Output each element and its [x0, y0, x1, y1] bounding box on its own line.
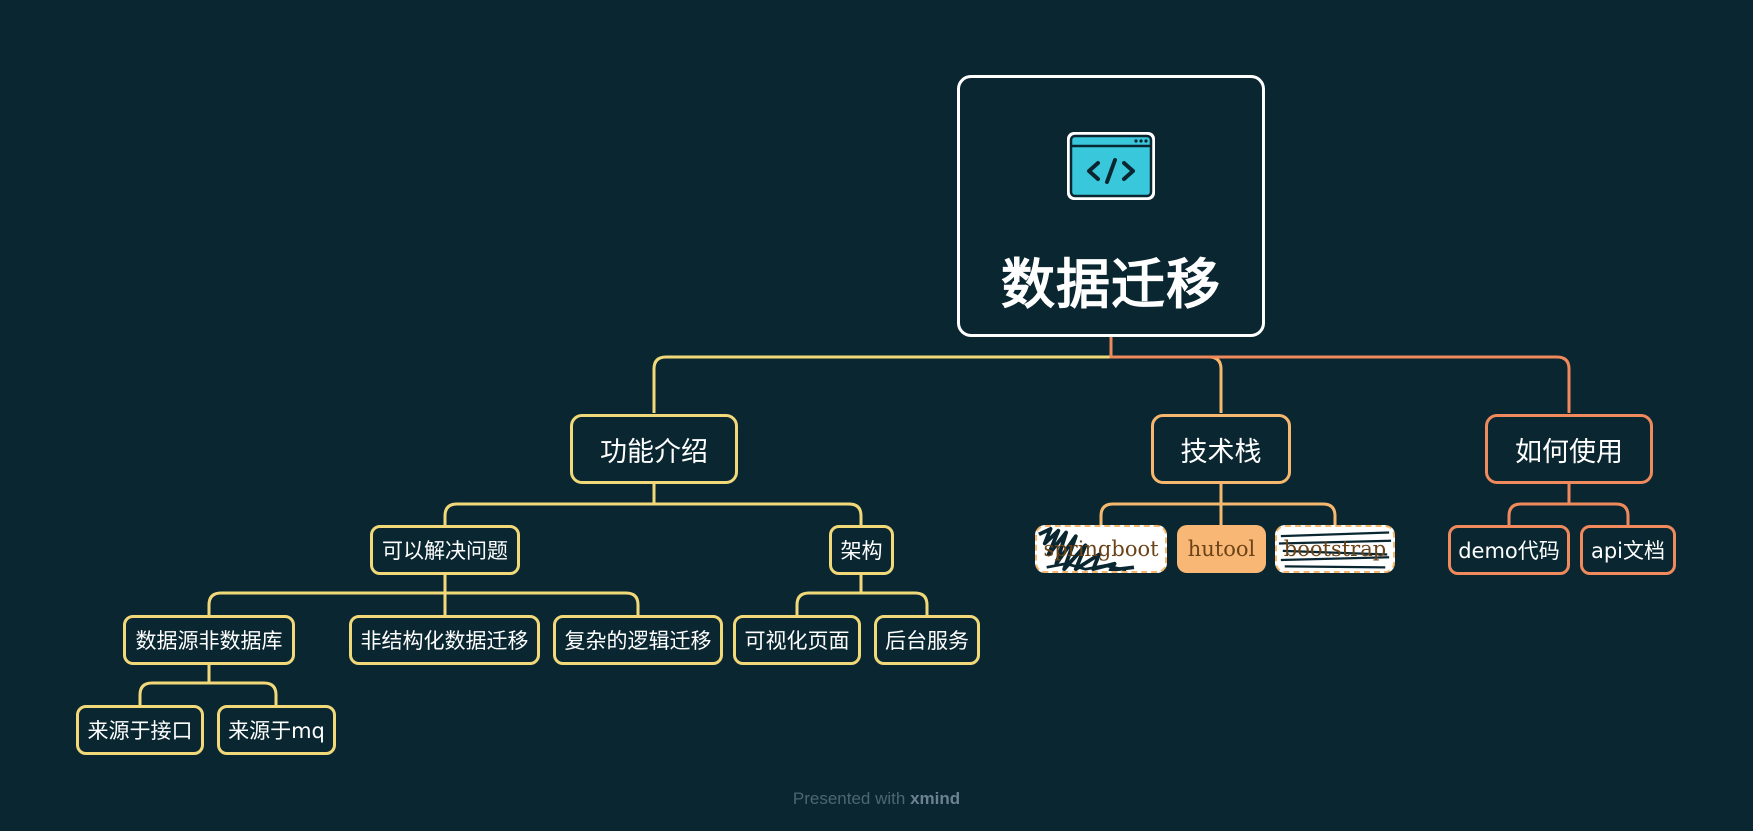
topic-non-db-source[interactable]: 数据源非数据库: [123, 615, 295, 665]
sketch-fill-pattern: [1278, 531, 1392, 569]
topic-solvable[interactable]: 可以解决问题: [370, 525, 520, 575]
topic-features-label: 功能介绍: [600, 436, 708, 468]
topic-tech-stack-label: 技术栈: [1180, 436, 1262, 468]
connector-features-solvable: [443, 483, 656, 525]
topic-api-doc-label: api文档: [1590, 539, 1666, 563]
connector-arch-visual: [795, 575, 863, 615]
topic-hutool-label: hutool: [1187, 537, 1256, 561]
topic-springboot[interactable]: springboot: [1035, 525, 1167, 573]
connector-features-architecture: [654, 502, 863, 525]
topic-tech-stack[interactable]: 技术栈: [1151, 414, 1291, 484]
topic-visual-page[interactable]: 可视化页面: [733, 615, 861, 665]
root-title: 数据迁移: [1001, 253, 1221, 316]
topic-demo-code-label: demo代码: [1458, 539, 1560, 563]
topic-from-mq[interactable]: 来源于mq: [217, 705, 336, 755]
connector-nondb-api: [138, 665, 211, 705]
footer-credit: Presented with xmind: [0, 789, 1753, 809]
topic-unstructured-label: 非结构化数据迁移: [360, 629, 529, 653]
connector-root-features: [652, 337, 1113, 413]
connector-usage-api: [1569, 502, 1630, 525]
topic-complex-logic[interactable]: 复杂的逻辑迁移: [553, 615, 723, 665]
topic-non-db-source-label: 数据源非数据库: [135, 629, 283, 653]
sketch-fill-pattern: [1038, 527, 1135, 571]
topic-backend-label: 后台服务: [885, 629, 969, 653]
topic-bootstrap[interactable]: bootstrap: [1275, 525, 1395, 573]
topic-from-api-label: 来源于接口: [87, 719, 193, 743]
topic-solvable-label: 可以解决问题: [382, 539, 508, 563]
topic-from-api[interactable]: 来源于接口: [76, 705, 204, 755]
connector-nondb-mq: [209, 681, 278, 705]
topic-complex-logic-label: 复杂的逻辑迁移: [564, 629, 712, 653]
topic-from-mq-label: 来源于mq: [228, 719, 325, 743]
connector-solvable-complex: [445, 591, 640, 615]
connector-solvable-nondb: [207, 575, 447, 615]
topic-backend[interactable]: 后台服务: [874, 615, 980, 665]
code-window-icon: [1067, 132, 1155, 200]
topic-api-doc[interactable]: api文档: [1580, 525, 1676, 575]
topic-usage-label: 如何使用: [1515, 436, 1623, 468]
connector-tech-springboot: [1099, 483, 1223, 525]
topic-usage[interactable]: 如何使用: [1485, 414, 1653, 484]
root-topic[interactable]: 数据迁移: [957, 75, 1265, 337]
topic-demo-code[interactable]: demo代码: [1448, 525, 1570, 575]
topic-unstructured[interactable]: 非结构化数据迁移: [349, 615, 540, 665]
connector-usage-demo: [1507, 483, 1571, 525]
connector-tech-bootstrap: [1221, 502, 1337, 525]
connector-root-tech: [1111, 355, 1223, 413]
footer-prefix: Presented with: [792, 789, 906, 808]
xmind-brand: xmind: [910, 789, 961, 808]
topic-architecture[interactable]: 架构: [829, 525, 894, 575]
connector-root-usage: [1109, 337, 1571, 413]
topic-bootstrap-label: bootstrap: [1283, 537, 1387, 561]
topic-features[interactable]: 功能介绍: [570, 414, 738, 484]
topic-architecture-label: 架构: [840, 539, 883, 563]
topic-springboot-label: springboot: [1043, 537, 1159, 561]
topic-visual-page-label: 可视化页面: [744, 629, 850, 653]
connector-arch-backend: [861, 591, 929, 615]
topic-hutool[interactable]: hutool: [1177, 525, 1266, 573]
